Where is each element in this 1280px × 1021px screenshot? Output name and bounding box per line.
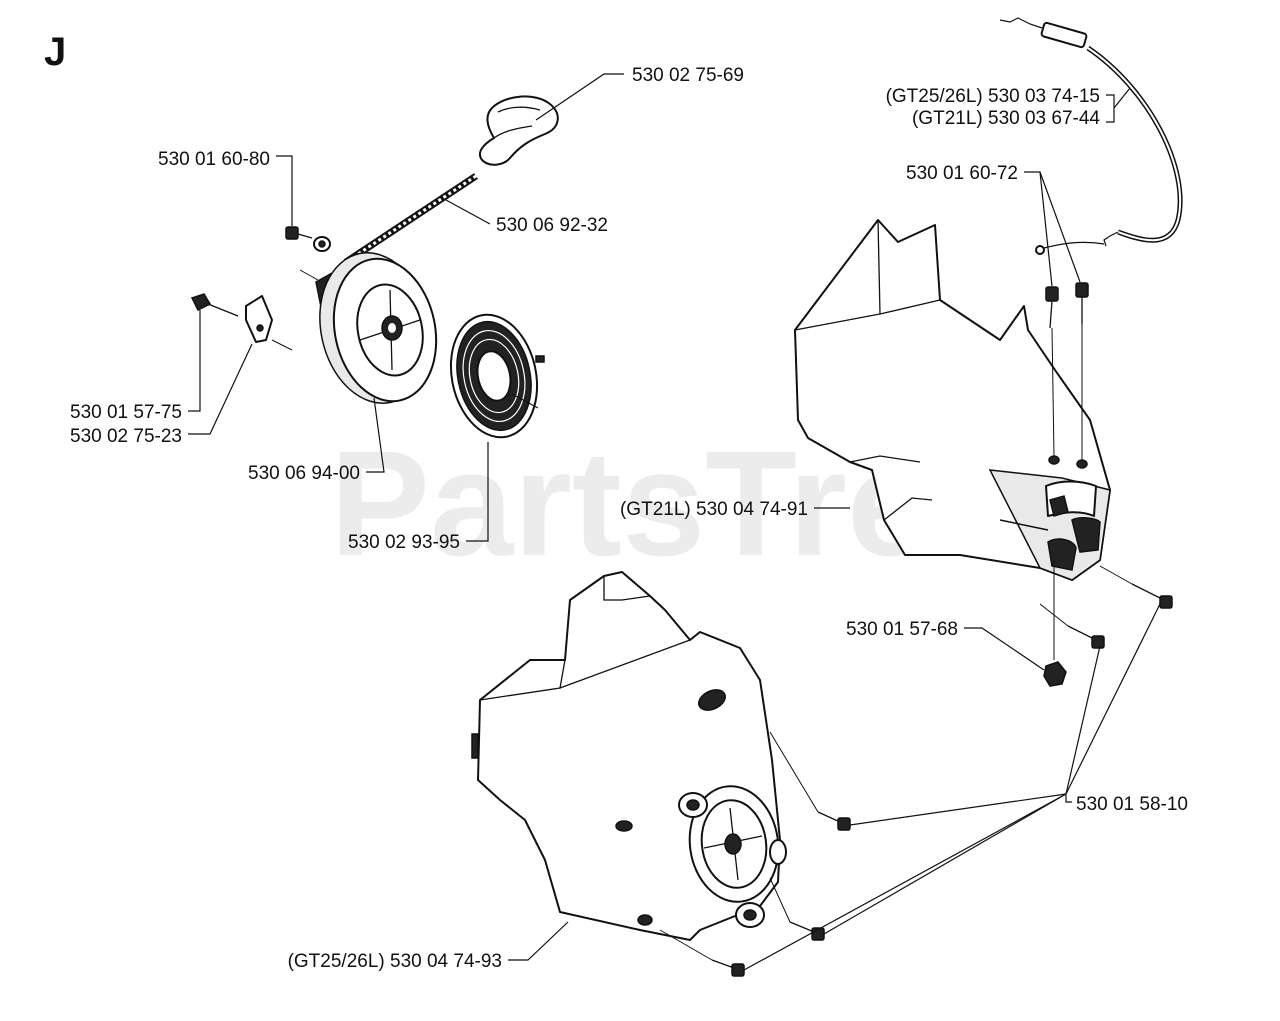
screw-upper-cover-b [1067, 625, 1105, 649]
label-pulley: 530 06 94-00 [248, 463, 360, 484]
section-letter: J [44, 30, 66, 74]
axis-line [769, 877, 791, 923]
screw-530-01-58-10-c [711, 959, 745, 977]
engine-cover-gt25-26l [471, 571, 787, 941]
recoil-spring [449, 313, 545, 439]
label-screw-60-80: 530 01 60-80 [158, 149, 270, 170]
label-pawl: 530 02 75-23 [70, 426, 182, 447]
label-cable-gt25: (GT25/26L) 530 03 74-15 [886, 86, 1100, 107]
starter-handle [478, 95, 559, 166]
label-cover-gt25: (GT25/26L) 530 04 74-93 [288, 951, 502, 972]
screw-530-01-60-80 [285, 226, 313, 240]
pawl-530-02-75-23 [245, 295, 273, 343]
axis-line [299, 269, 319, 281]
label-cable-gt21: (GT21L) 530 03 67-44 [912, 108, 1100, 129]
screw-530-01-60-72-left [1045, 286, 1059, 329]
axis-line [1099, 565, 1133, 585]
label-nut-57-68: 530 01 57-68 [846, 619, 958, 640]
label-screw-60-72: 530 01 60-72 [906, 163, 1018, 184]
washer [313, 236, 331, 252]
engine-cover-gt21l [794, 219, 1111, 581]
screw-530-01-57-75 [190, 293, 239, 317]
axis-line [1039, 603, 1069, 627]
screw-upper-cover-a [1131, 583, 1173, 609]
rope-pulley [315, 252, 438, 404]
screw-530-01-60-72-right [1075, 282, 1089, 324]
label-spring: 530 02 93-95 [348, 532, 460, 553]
axis-line [659, 929, 713, 961]
starter-rope [344, 173, 478, 265]
throttle-cable [999, 17, 1183, 255]
label-screw-57-75: 530 01 57-75 [70, 402, 182, 423]
axis-line [769, 731, 819, 813]
label-screw-58-10: 530 01 58-10 [1076, 794, 1188, 815]
axis-line [1051, 327, 1055, 457]
label-handle: 530 02 75-69 [632, 65, 744, 86]
screw-530-01-58-10-a [817, 811, 851, 831]
leader-lines [188, 73, 1161, 971]
label-rope: 530 06 92-32 [496, 215, 608, 236]
screw-530-01-58-10-b [789, 921, 825, 941]
label-cover-gt21: (GT21L) 530 04 74-91 [620, 499, 808, 520]
axis-line [511, 393, 539, 409]
nut-530-01-57-68 [1043, 661, 1067, 687]
axis-line [271, 339, 293, 351]
